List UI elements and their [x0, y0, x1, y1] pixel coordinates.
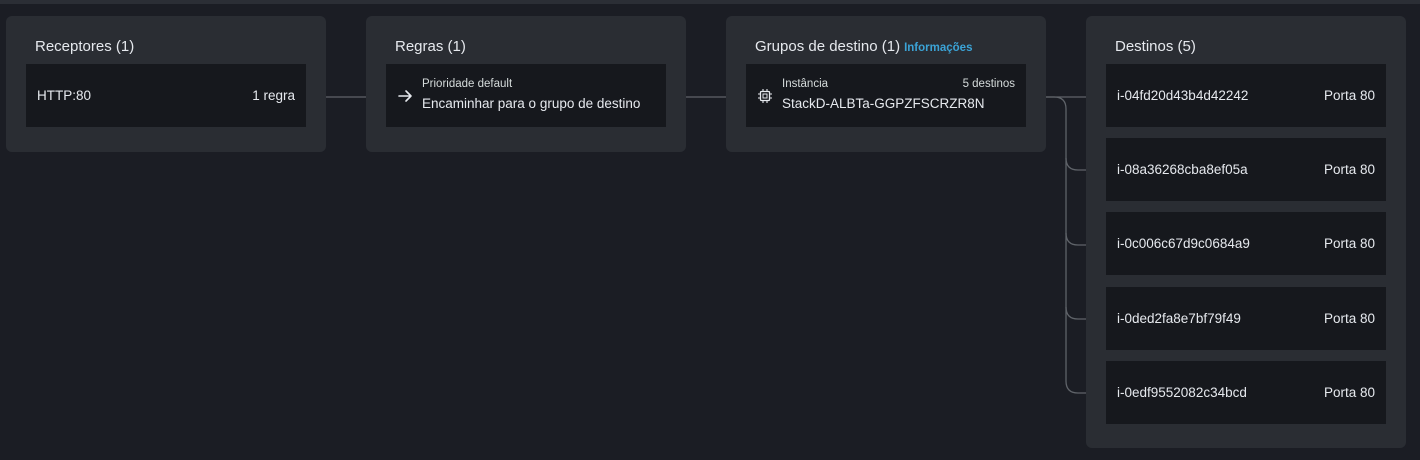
arrow-right-icon [398, 90, 412, 102]
target-id: i-0edf9552082c34bcd [1117, 385, 1247, 400]
target-node[interactable]: i-0ded2fa8e7bf79f49 Porta 80 [1106, 287, 1386, 350]
rules-panel: Regras (1) Prioridade default Encaminhar… [366, 16, 686, 152]
listener-node[interactable]: HTTP:80 1 regra [26, 64, 306, 127]
target-groups-title: Grupos de destino (1) [755, 38, 901, 55]
listeners-title: Receptores (1) [35, 38, 135, 55]
target-node[interactable]: i-0c006c67d9c0684a9 Porta 80 [1106, 212, 1386, 275]
target-node[interactable]: i-0edf9552082c34bcd Porta 80 [1106, 361, 1386, 424]
target-id: i-08a36268cba8ef05a [1117, 162, 1248, 177]
chip-icon [758, 89, 772, 103]
rule-node[interactable]: Prioridade default Encaminhar para o gru… [386, 64, 666, 127]
target-port: Porta 80 [1323, 385, 1375, 400]
target-port: Porta 80 [1323, 236, 1375, 251]
info-link[interactable]: Informações [904, 42, 973, 54]
target-node[interactable]: i-04fd20d43b4d42242 Porta 80 [1106, 64, 1386, 127]
target-groups-title-row: Grupos de destino (1)Informações [755, 38, 972, 55]
rule-priority: Prioridade default [422, 78, 513, 90]
target-id: i-04fd20d43b4d42242 [1117, 88, 1249, 103]
target-group-type: Instância [782, 78, 829, 90]
target-port: Porta 80 [1323, 162, 1375, 177]
rules-title: Regras (1) [395, 38, 466, 55]
target-port: Porta 80 [1323, 88, 1375, 103]
target-id: i-0ded2fa8e7bf79f49 [1117, 311, 1241, 326]
target-id: i-0c006c67d9c0684a9 [1117, 236, 1250, 251]
target-group-node[interactable]: Instância 5 destinos StackD-ALBTa-GGPZFS… [746, 64, 1026, 127]
target-node[interactable]: i-08a36268cba8ef05a Porta 80 [1106, 138, 1386, 201]
target-group-count: 5 destinos [962, 78, 1015, 90]
top-divider [0, 0, 1420, 4]
listener-rule-count: 1 regra [252, 88, 295, 103]
rule-action: Encaminhar para o grupo de destino [422, 96, 641, 111]
targets-title: Destinos (5) [1115, 38, 1196, 55]
targets-panel: Destinos (5) i-04fd20d43b4d42242 Porta 8… [1086, 16, 1406, 448]
target-port: Porta 80 [1323, 311, 1375, 326]
listeners-panel: Receptores (1) HTTP:80 1 regra [6, 16, 326, 152]
target-groups-panel: Grupos de destino (1)Informações Instânc… [726, 16, 1046, 152]
target-group-name: StackD-ALBTa-GGPZFSCRZR8N [782, 96, 985, 111]
listener-protocol-port: HTTP:80 [37, 88, 92, 103]
